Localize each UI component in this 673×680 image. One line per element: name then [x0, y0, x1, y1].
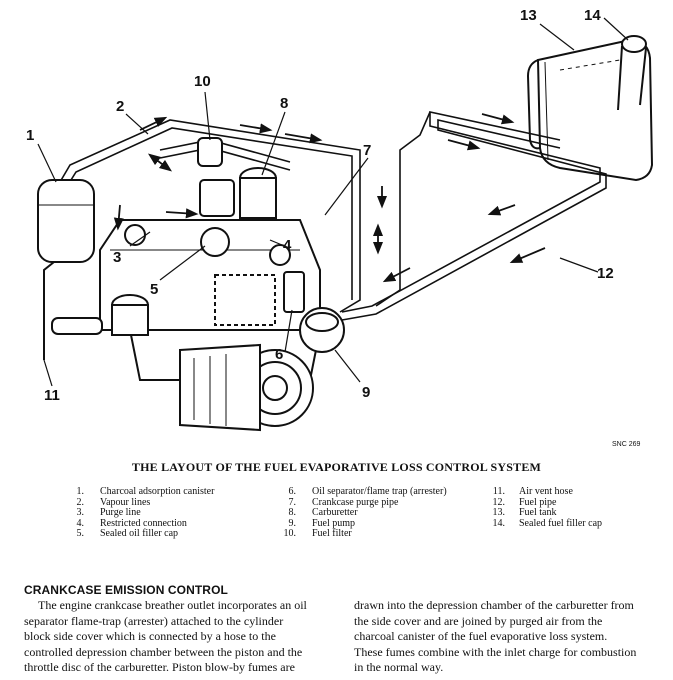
callout-13: 13: [520, 7, 537, 24]
legend-label: Carburetter: [312, 507, 358, 519]
callout-9: 9: [362, 384, 371, 401]
section-heading: CRANKCASE EMISSION CONTROL: [24, 583, 228, 597]
legend-number: 3.: [76, 507, 85, 519]
legend-item: 8. Carburetter: [280, 508, 447, 519]
legend-item: 9. Fuel pump: [280, 517, 447, 530]
body-text-column-2: drawn into the depression chamber of the…: [354, 598, 654, 676]
legend-label: Sealed oil filler cap: [100, 528, 179, 540]
callout-14: 14: [584, 7, 601, 24]
body-line: block side cover which is connected by a…: [24, 629, 276, 643]
charcoal-canister-drawing: [37, 179, 95, 360]
engine-drawing: [99, 219, 321, 381]
legend-label: Oil separator/flame trap (arrester): [312, 486, 447, 497]
callout-2: 2: [116, 98, 125, 115]
vapour-lines-drawing: [59, 111, 431, 313]
legend-number: 6.: [288, 486, 297, 497]
diagram-drawing: [37, 17, 654, 432]
body-line: separator flame-trap (arrester) attached…: [24, 613, 284, 628]
legend-label: Fuel pipe: [519, 496, 557, 508]
body-line: These fumes combine with the inlet charg…: [354, 644, 637, 659]
figure-reference-code: SNC 269: [612, 441, 641, 448]
body-line: drawn into the depression chamber of the…: [354, 598, 634, 612]
legend-number: 14.: [492, 517, 506, 529]
fuel-filter-drawing: [197, 137, 223, 167]
flow-arrows: [113, 113, 546, 283]
legend-number: 2.: [76, 496, 85, 508]
callout-4: 4: [283, 237, 292, 254]
legend-item: 2. Vapour lines: [70, 496, 214, 509]
legend-number: 8.: [288, 507, 297, 519]
legend-item: 4. Restricted connection: [70, 517, 214, 530]
callout-1: 1: [26, 127, 35, 144]
legend-item: 3. Purge line: [70, 508, 214, 519]
legend-label: Purge line: [100, 507, 141, 519]
legend-number: 11.: [492, 486, 505, 497]
legend-label: Crankcase purge pipe: [312, 496, 399, 508]
callout-8: 8: [280, 95, 289, 112]
callout-7: 7: [363, 142, 372, 159]
fuel-tank-drawing: [526, 38, 654, 182]
oil-separator-drawing: [283, 271, 305, 313]
callout-5: 5: [150, 281, 159, 298]
legend-column-3: 11. Air vent hose 12. Fuel pipe 13. Fuel ta…: [485, 486, 603, 530]
body-line: throttle disc of the carburetter. Piston…: [24, 660, 295, 674]
legend-item: 6. Oil separator/flame trap (arrester): [280, 486, 447, 498]
legend-label: Fuel tank: [519, 507, 557, 519]
leader-lines: [37, 17, 629, 387]
legend-number: 9.: [288, 517, 297, 529]
callout-10: 10: [194, 73, 211, 90]
body-line: The engine crankcase breather outlet inc…: [38, 598, 307, 612]
fuel-pump-drawing: [299, 307, 345, 353]
legend-number: 12.: [492, 496, 506, 508]
legend-item: 1. Charcoal adsorption canister: [70, 486, 215, 498]
legend-number: 1.: [76, 486, 85, 497]
alternator-drawing: [179, 343, 314, 432]
legend-column-1: 1. Charcoal adsorption canister 2. Vapour …: [70, 486, 215, 540]
legend-item: 13. Fuel tank: [485, 508, 602, 519]
legend-number: 5.: [76, 528, 85, 540]
body-line: controlled depression chamber between th…: [24, 644, 303, 659]
legend-item: 5. Sealed oil filler cap: [70, 529, 214, 540]
legend-number: 13.: [492, 507, 506, 519]
fuel-system-diagram: 1 2 3 4 5 6 7 8 9 10 11 12 13 14 SNC 269: [26, 7, 654, 448]
legend-label: Charcoal adsorption canister: [100, 486, 215, 497]
body-line: charcoal canister of the fuel evaporativ…: [354, 629, 608, 643]
legend-label: Fuel pump: [312, 517, 356, 529]
legend-number: 10.: [283, 528, 297, 540]
legend-label: Air vent hose: [519, 486, 573, 497]
callout-11: 11: [44, 387, 60, 404]
carburetter-drawing: [199, 167, 277, 219]
legend-item: 7. Crankcase purge pipe: [280, 496, 447, 509]
legend-item: 14. Sealed fuel filler cap: [485, 517, 603, 530]
legend-item: 11. Air vent hose: [485, 486, 602, 498]
legend-label: Restricted connection: [100, 517, 187, 529]
legend-number: 7.: [288, 496, 297, 508]
legend-item: 10. Fuel filter: [280, 529, 447, 540]
body-line: in the normal way.: [354, 660, 444, 674]
legend-label: Sealed fuel filler cap: [519, 517, 603, 529]
legend-column-2: 6. Oil separator/flame trap (arrester) 7.…: [280, 486, 447, 540]
figure-title: THE LAYOUT OF THE FUEL EVAPORATIVE LOSS …: [131, 460, 542, 474]
oil-pump-drawing: [51, 294, 149, 336]
legend-number: 4.: [76, 517, 85, 529]
legend-label: Fuel filter: [312, 528, 352, 540]
callout-3: 3: [113, 249, 122, 266]
callout-12: 12: [597, 265, 614, 282]
callout-6: 6: [275, 346, 284, 363]
body-line: the side cover and are joined by purged …: [354, 613, 603, 628]
legend-label: Vapour lines: [100, 496, 151, 508]
body-text-column-1: The engine crankcase breather outlet inc…: [24, 598, 328, 676]
legend-item: 12. Fuel pipe: [485, 496, 602, 509]
